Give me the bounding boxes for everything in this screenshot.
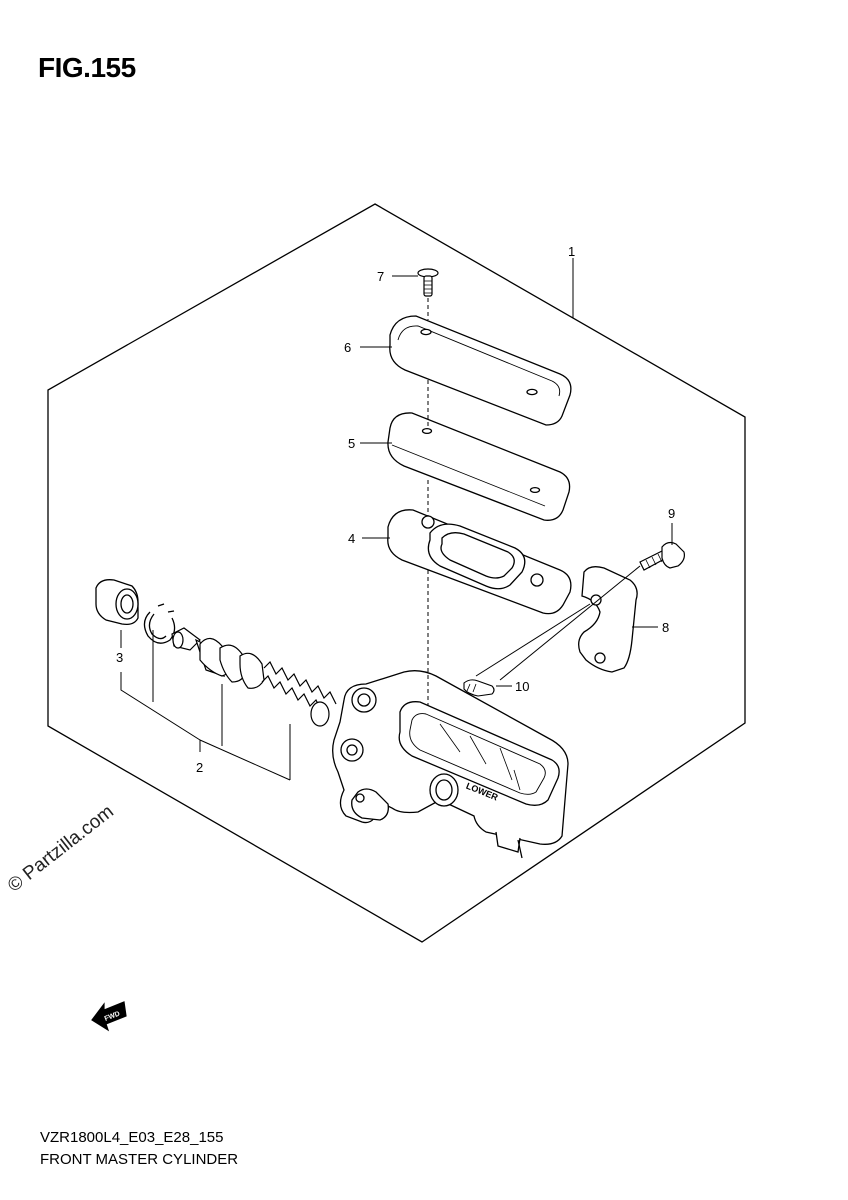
- callout-6: 6: [344, 340, 351, 355]
- fitting-part-10[interactable]: [463, 679, 495, 697]
- bolt-part-9[interactable]: [639, 541, 685, 571]
- boot-part-3[interactable]: [95, 579, 139, 626]
- callout-7: 7: [377, 269, 384, 284]
- callout-9: 9: [668, 506, 675, 521]
- figure-code: VZR1800L4_E03_E28_155: [40, 1129, 224, 1146]
- callout-2: 2: [196, 760, 203, 775]
- diaphragm-part-4[interactable]: [387, 509, 572, 615]
- leader-lines: [120, 258, 673, 781]
- callout-10: 10: [515, 679, 529, 694]
- holder-part-8[interactable]: [578, 566, 638, 673]
- piston-spring-part[interactable]: [171, 627, 337, 727]
- callout-8: 8: [662, 620, 669, 635]
- callout-5: 5: [348, 436, 355, 451]
- fwd-arrow-icon: [91, 1001, 127, 1032]
- circlip[interactable]: [143, 603, 176, 644]
- reservoir-cap-part-6[interactable]: [389, 315, 572, 426]
- figure-name: FRONT MASTER CYLINDER: [40, 1151, 239, 1168]
- master-cylinder-body[interactable]: [332, 670, 569, 859]
- callout-3: 3: [116, 650, 123, 665]
- screw-part-7[interactable]: [417, 268, 439, 297]
- assembly-outline: [47, 203, 746, 943]
- callout-1: 1: [568, 244, 575, 259]
- callout-4: 4: [348, 531, 355, 546]
- plate-part-5[interactable]: [387, 412, 571, 521]
- figure-title: FIG.155: [38, 52, 136, 83]
